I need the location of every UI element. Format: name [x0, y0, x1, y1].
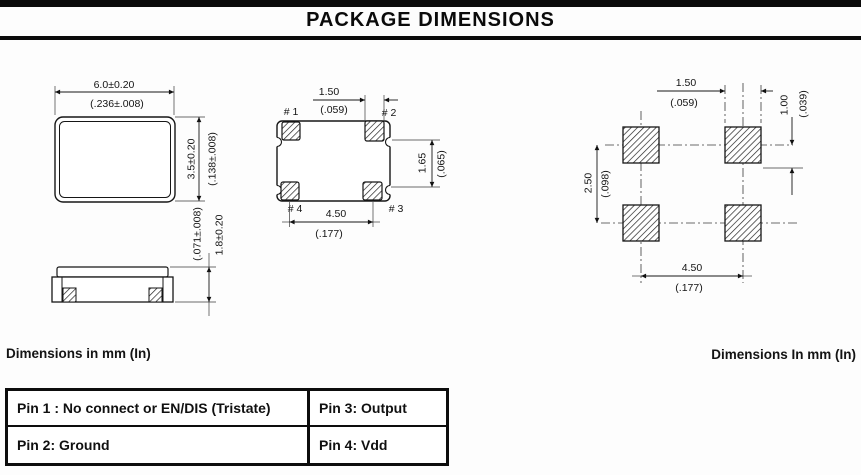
centerlines [601, 83, 799, 283]
dim-land-row-pitch-in: (.098) [600, 170, 612, 197]
dim-pad-width-in: (.059) [320, 104, 347, 116]
dim-land-pad-height-mm: 1.00 [779, 95, 791, 116]
dim-pad-height-in: (.065) [436, 150, 448, 177]
units-note-right: Dimensions In mm (In) [711, 347, 856, 362]
dim-land-pad-height-in: (.039) [798, 90, 810, 117]
dim-pad-span-in: (.177) [315, 228, 342, 240]
pad-1 [281, 121, 301, 141]
dim-body-width-mm: 6.0±0.20 [94, 79, 135, 91]
pin-table-cell-pin2: Pin 2: Ground [8, 427, 310, 463]
pin1-label: # 1 [284, 106, 299, 118]
pin-table-cell-pin3: Pin 3: Output [310, 391, 446, 427]
pin-table: Pin 1 : No connect or EN/DIS (Tristate) … [5, 388, 449, 466]
land-pad-bottom-right [724, 204, 762, 242]
header-rule [0, 36, 861, 40]
dim-thickness-in: (.071±.008) [192, 207, 204, 261]
pad-4 [280, 181, 300, 201]
side-view-pad-left [62, 287, 77, 303]
dim-land-pad-width-mm: 1.50 [676, 77, 697, 89]
side-view-pad-right [148, 287, 163, 303]
pin2-label: # 2 [382, 107, 397, 119]
package-top-side-view-drawing: 6.0±0.20 (.236±.008) 3.5±0.20 (.138±.008… [51, 79, 226, 316]
header-bar-top [0, 0, 861, 7]
dim-pad-width-mm: 1.50 [319, 86, 340, 98]
pin-table-cell-pin1: Pin 1 : No connect or EN/DIS (Tristate) [8, 391, 310, 427]
side-view-lid [56, 266, 169, 278]
pin3-label: # 3 [389, 203, 404, 215]
package-bottom-view-drawing: # 1 # 2 # 3 # 4 1.50 (.059) 1.65 (.065) … [275, 86, 448, 240]
land-pattern-drawing: 1.50 (.059) 1.00 (.039) 2.50 (.098) 4.50… [583, 77, 810, 294]
pad-3 [362, 181, 383, 201]
dim-thickness-mm: 1.8±0.20 [214, 214, 226, 255]
bottom-view-outline [276, 120, 391, 202]
dim-pad-span-mm: 4.50 [326, 208, 347, 220]
package-lid-outline [59, 121, 171, 198]
pad-2 [364, 120, 385, 142]
dim-land-col-pitch-in: (.177) [675, 282, 702, 294]
dim-land-col-pitch-mm: 4.50 [682, 262, 703, 274]
dim-land-pad-width-in: (.059) [670, 97, 697, 109]
pin4-label: # 4 [288, 203, 303, 215]
dim-body-height-in: (.138±.008) [207, 132, 219, 186]
pin-table-cell-pin4: Pin 4: Vdd [319, 437, 388, 453]
page-title: PACKAGE DIMENSIONS [306, 9, 555, 31]
land-pad-bottom-left [622, 204, 660, 242]
units-note-left: Dimensions in mm (In) [6, 346, 151, 361]
dim-body-width-in: (.236±.008) [90, 98, 144, 110]
dim-land-row-pitch-mm: 2.50 [583, 173, 595, 194]
dim-body-height-mm: 3.5±0.20 [186, 138, 198, 179]
land-pad-top-left [622, 126, 660, 164]
dim-pad-height-mm: 1.65 [417, 153, 429, 174]
land-pad-top-right [724, 126, 762, 164]
